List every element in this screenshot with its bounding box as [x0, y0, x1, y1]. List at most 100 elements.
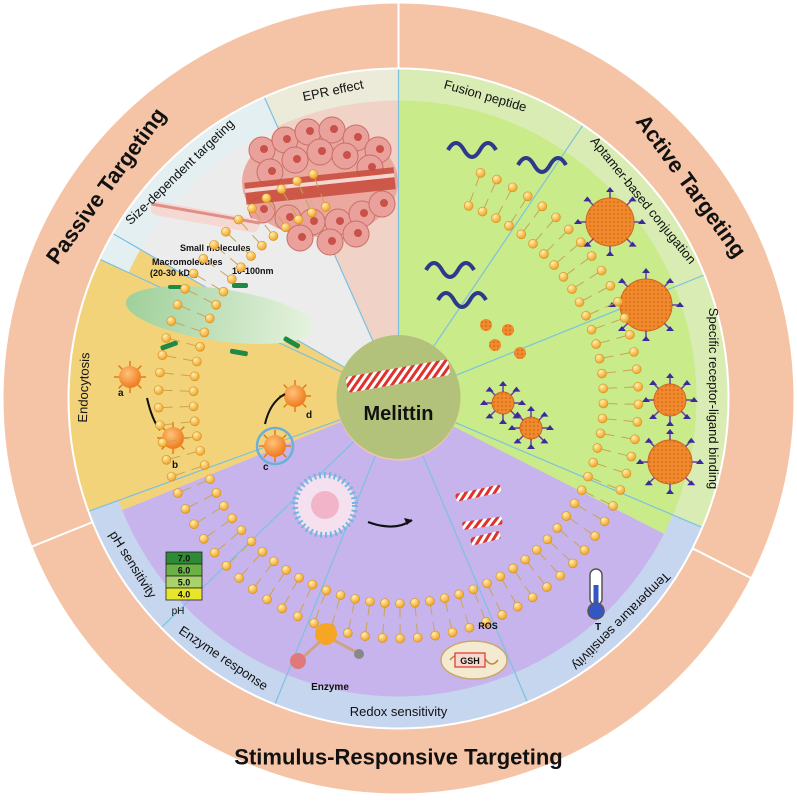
lipid-head [154, 386, 163, 395]
lipid-head [263, 595, 272, 604]
lipid-head [247, 252, 256, 261]
lipid-head [528, 593, 537, 602]
temperature-label: T [595, 622, 601, 633]
lipid-head [309, 170, 318, 179]
lipid-head [212, 300, 221, 309]
lipid-head [634, 382, 643, 391]
lipid-head [351, 594, 360, 603]
lipid-head [162, 455, 171, 464]
lipid-head [221, 227, 230, 236]
ph-label: pH [172, 606, 185, 617]
endocytosis-particle [264, 435, 286, 457]
tumor-cell-nucleus [286, 213, 294, 221]
lipid-head [532, 545, 541, 554]
lipid-head [293, 612, 302, 621]
lipid-head [521, 555, 530, 564]
lipid-head [425, 597, 434, 606]
lipid-head [469, 585, 478, 594]
lipid-head [343, 629, 352, 638]
lipid-head [222, 561, 231, 570]
lipid-head [154, 403, 163, 412]
lipid-head [504, 221, 513, 230]
lipid-head [577, 486, 586, 495]
lipid-head [630, 435, 639, 444]
lipid-head [307, 208, 316, 217]
lipid-head [235, 573, 244, 582]
lipid-head [258, 547, 267, 556]
lipid-head [294, 215, 303, 224]
lipid-head [282, 566, 291, 575]
lipid-head [568, 559, 577, 568]
nanoparticle [586, 198, 634, 246]
lipid-head [513, 602, 522, 611]
lipid-head [483, 579, 492, 588]
lipid-head [322, 586, 331, 595]
lipid-head [523, 192, 532, 201]
nanoparticle [648, 440, 692, 484]
lipid-head [257, 241, 266, 250]
tumor-cell-nucleus [283, 135, 291, 143]
lipid-head [190, 417, 199, 426]
lipid-head [199, 534, 208, 543]
lipid-head [517, 230, 526, 239]
lipid-head [562, 512, 571, 521]
lipid-head [550, 261, 559, 270]
ph-value: 6.0 [178, 566, 191, 576]
lipid-head [464, 201, 473, 210]
lipid-head [189, 387, 198, 396]
endocytosis-label: Endocytosis [75, 352, 92, 423]
lipid-head [189, 402, 198, 411]
nanoparticle-small [489, 339, 501, 351]
lipid-head [620, 313, 629, 322]
lipid-head [192, 432, 201, 441]
lipid-head [592, 340, 601, 349]
lipid-head [553, 524, 562, 533]
lipid-head [597, 369, 606, 378]
lipid-head [378, 633, 387, 642]
lipid-head [587, 325, 596, 334]
lipid-head [634, 400, 643, 409]
lipid-head [609, 501, 618, 510]
melittin-label: Melittin [364, 403, 434, 425]
lipid-head [200, 461, 209, 470]
lipid-head [582, 311, 591, 320]
lipid-head [278, 604, 287, 613]
lipid-head [227, 275, 236, 284]
lipid-head [598, 414, 607, 423]
lipid-head [593, 444, 602, 453]
lipid-head [234, 215, 243, 224]
lipid-head [455, 590, 464, 599]
endocytosis-step-a: a [118, 388, 124, 399]
ros-label: ROS [478, 621, 498, 631]
lipid-head [361, 632, 370, 641]
lipid-head [606, 281, 615, 290]
lipid-head [478, 207, 487, 216]
nanoparticle [654, 384, 686, 416]
lipid-head [196, 342, 205, 351]
lipid-head [633, 417, 642, 426]
lipid-head [155, 421, 164, 430]
enzyme-label: Enzyme [311, 682, 349, 693]
lipid-head [599, 384, 608, 393]
lipid-head [269, 557, 278, 566]
nanoparticle [520, 417, 542, 439]
lipid-head [190, 520, 199, 529]
lipid-head [269, 232, 278, 241]
tumor-cell-nucleus [318, 147, 326, 155]
nanoparticle-small [514, 347, 526, 359]
lipid-head [543, 535, 552, 544]
lipid-head [237, 526, 246, 535]
redox-sensitivity-label: Redox sensitivity [350, 704, 448, 719]
lipid-head [431, 631, 440, 640]
lipid-head [210, 240, 219, 249]
lipid-head [189, 269, 198, 278]
lipid-head [336, 591, 345, 600]
lipid-head [295, 573, 304, 582]
lipid-head [632, 365, 641, 374]
lipid-head [498, 610, 507, 619]
lipid-head [196, 446, 205, 455]
lipid-head [293, 176, 302, 185]
lipid-head [173, 489, 182, 498]
